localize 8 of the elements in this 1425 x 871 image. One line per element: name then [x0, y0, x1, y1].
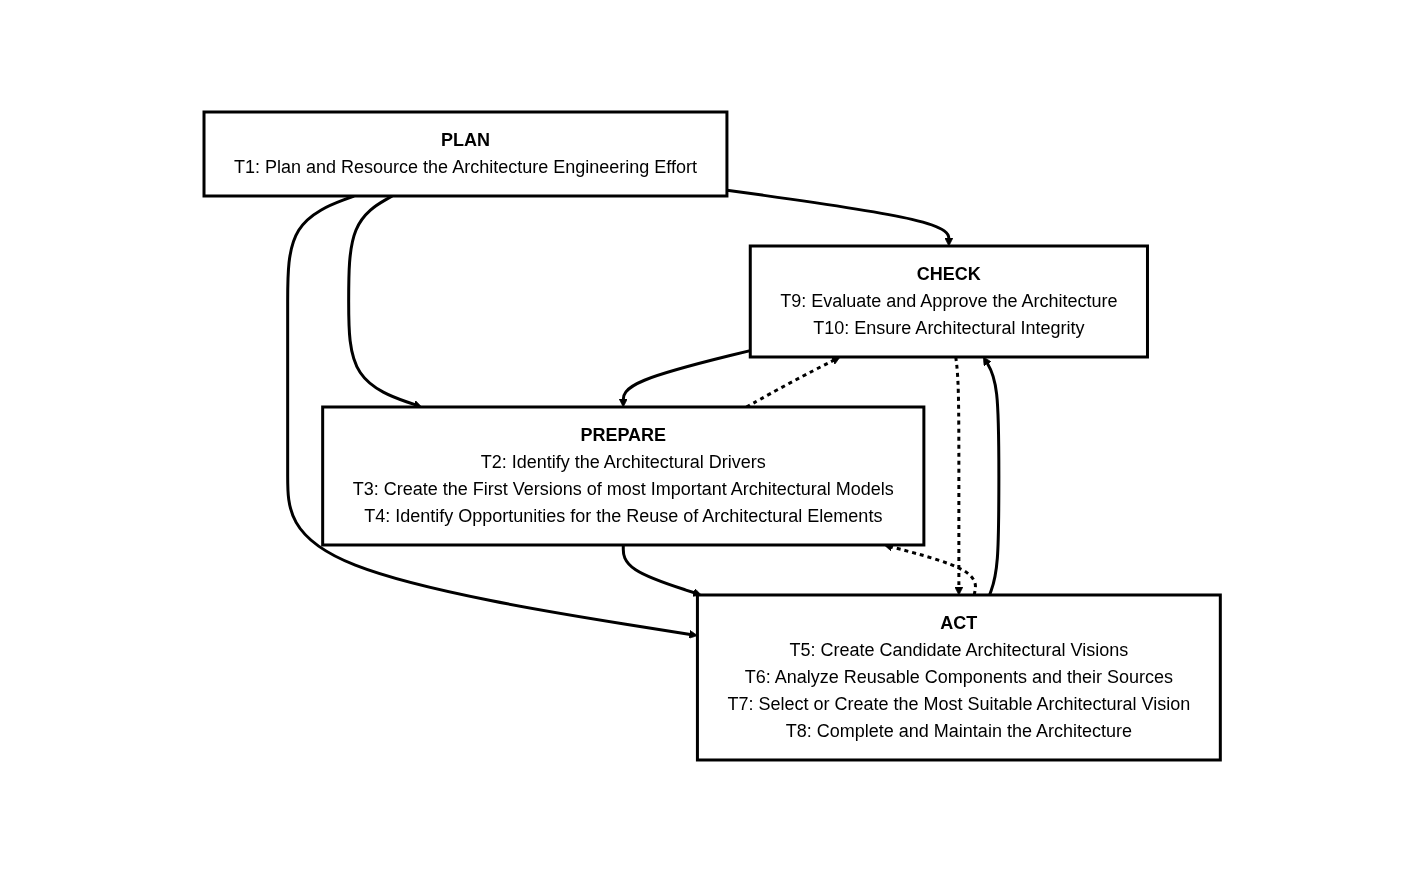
- arrow: [619, 348, 751, 407]
- node-box: CHECK T9: Evaluate and Approve the Architecture T10: Ensure Architectural Integrity: [749, 244, 1150, 358]
- node-box: PREPARE T2: Identify the Architectural Drivers T3: Create the First Versions of most Important Architectural Models T4: Identify Opportunities for the Reuse of Architectural Elements: [321, 405, 926, 546]
- node-box: ACT T5: Create Candidate Architectural Visions T6: Analyze Reusable Components and their Sources T7: Select or Create the Most Suitable Architectural Vision T8: Complete and Maintain the Architecture: [696, 593, 1223, 761]
- node-box: PLAN T1: Plan and Resource the Architecture Engineering Effort: [202, 110, 729, 197]
- arrow: [954, 356, 964, 595]
- arrow: [727, 188, 954, 246]
- arrow: [983, 356, 1001, 595]
